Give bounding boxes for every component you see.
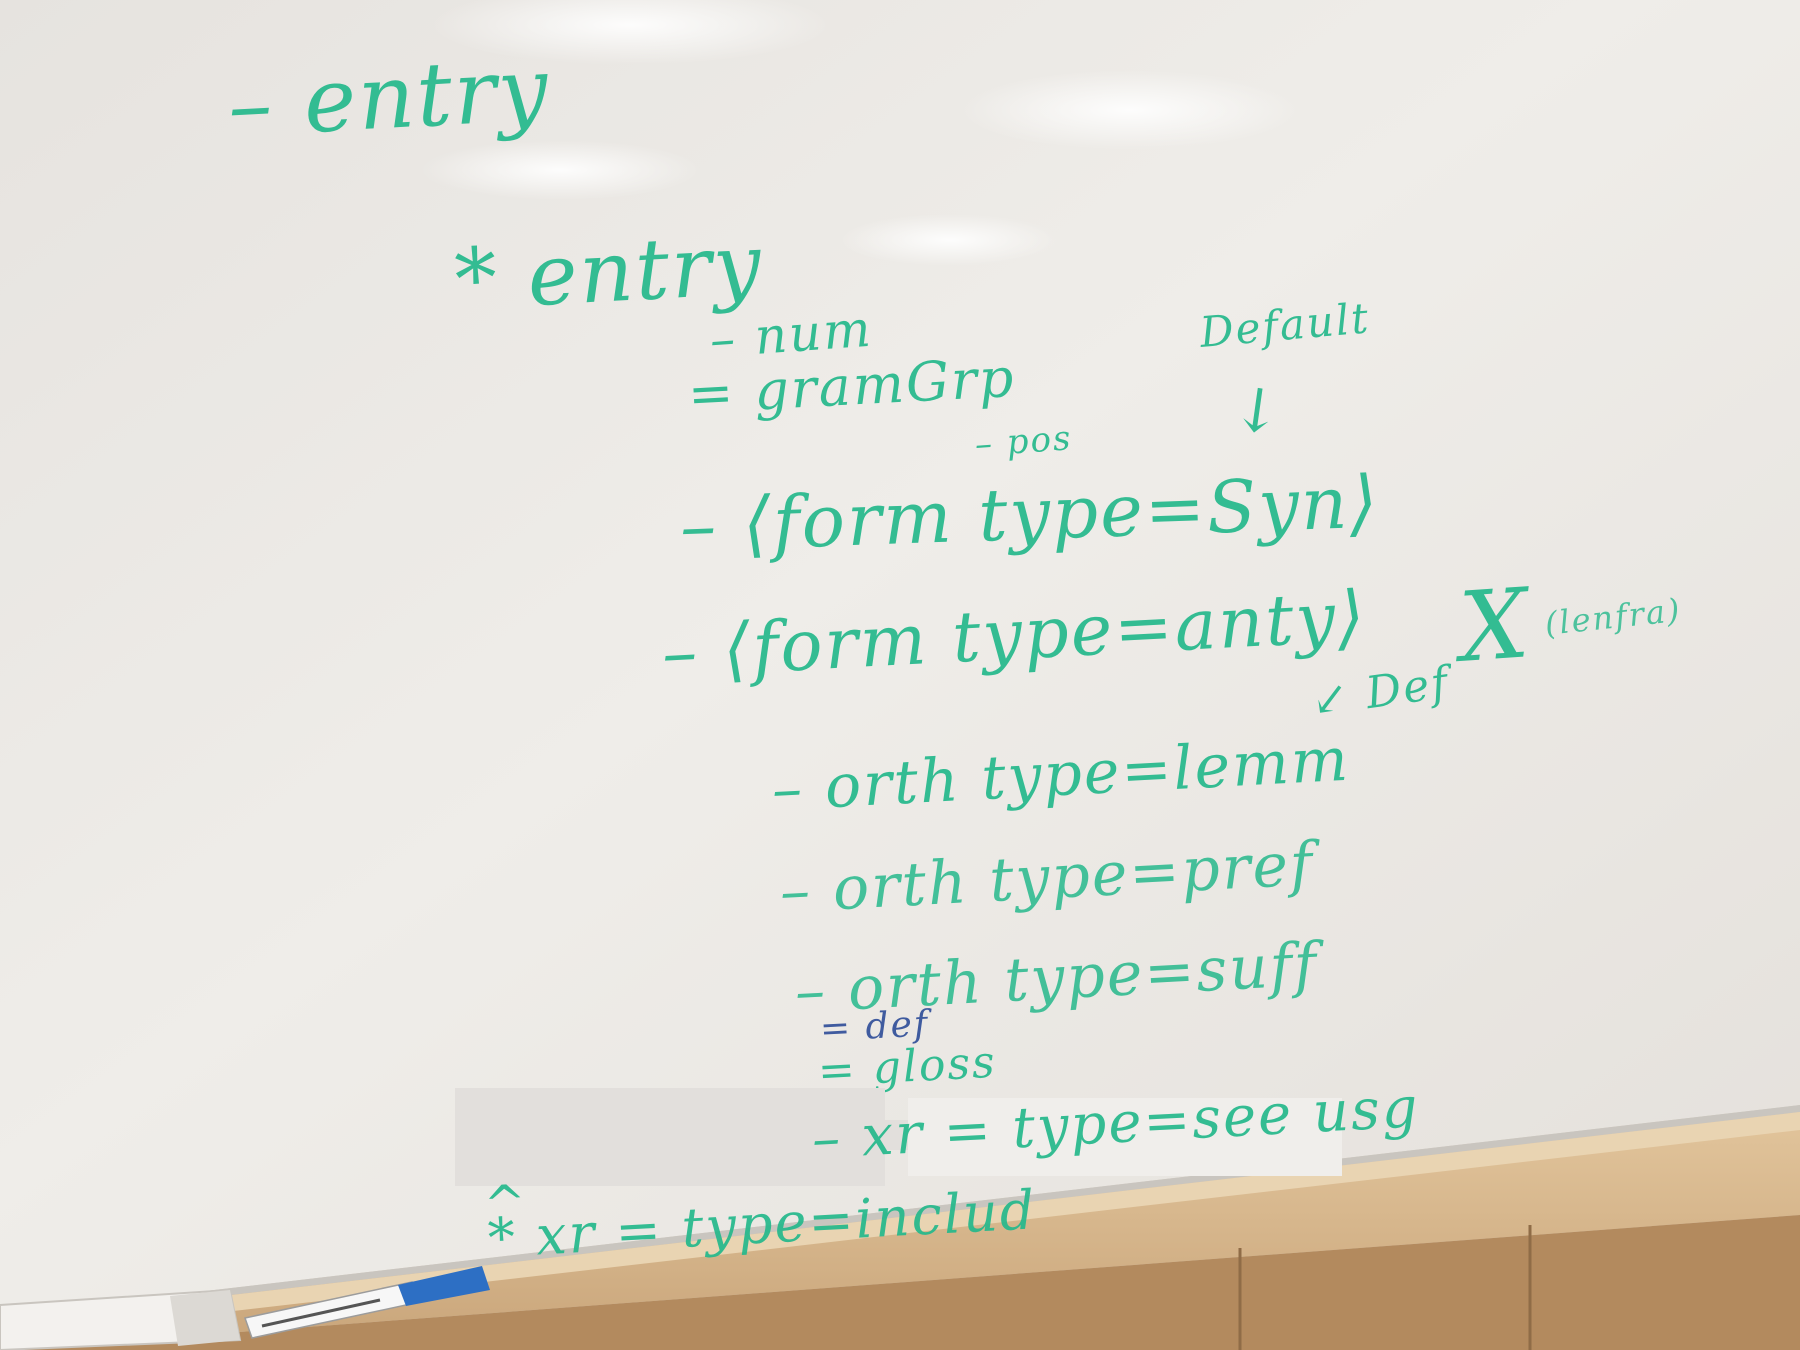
down-arrow-icon: ↓	[1227, 373, 1289, 450]
handwritten-line-entry-root: – entry	[225, 37, 553, 157]
light-reflection	[430, 0, 830, 65]
eraser-side	[170, 1290, 240, 1346]
light-reflection	[840, 214, 1060, 266]
redacted-area	[790, 1120, 910, 1150]
whiteboard-surface	[0, 0, 1800, 1315]
handwritten-line-gramgrp: = gramGrp	[686, 345, 1017, 426]
handwritten-line-entry-starred: * entry	[452, 214, 766, 329]
light-reflection	[960, 70, 1300, 150]
handwritten-line-pos: – pos	[973, 418, 1074, 465]
marker-label	[261, 1298, 381, 1328]
redacted-area	[908, 1098, 1342, 1176]
x-cross-mark: X	[1456, 567, 1535, 684]
board-frame-bottom	[0, 1105, 1800, 1322]
marker-cap	[398, 1266, 490, 1306]
cabinet-below	[0, 1215, 1800, 1350]
handwritten-line-gloss: = gloss	[816, 1036, 998, 1097]
light-reflection	[420, 140, 700, 200]
